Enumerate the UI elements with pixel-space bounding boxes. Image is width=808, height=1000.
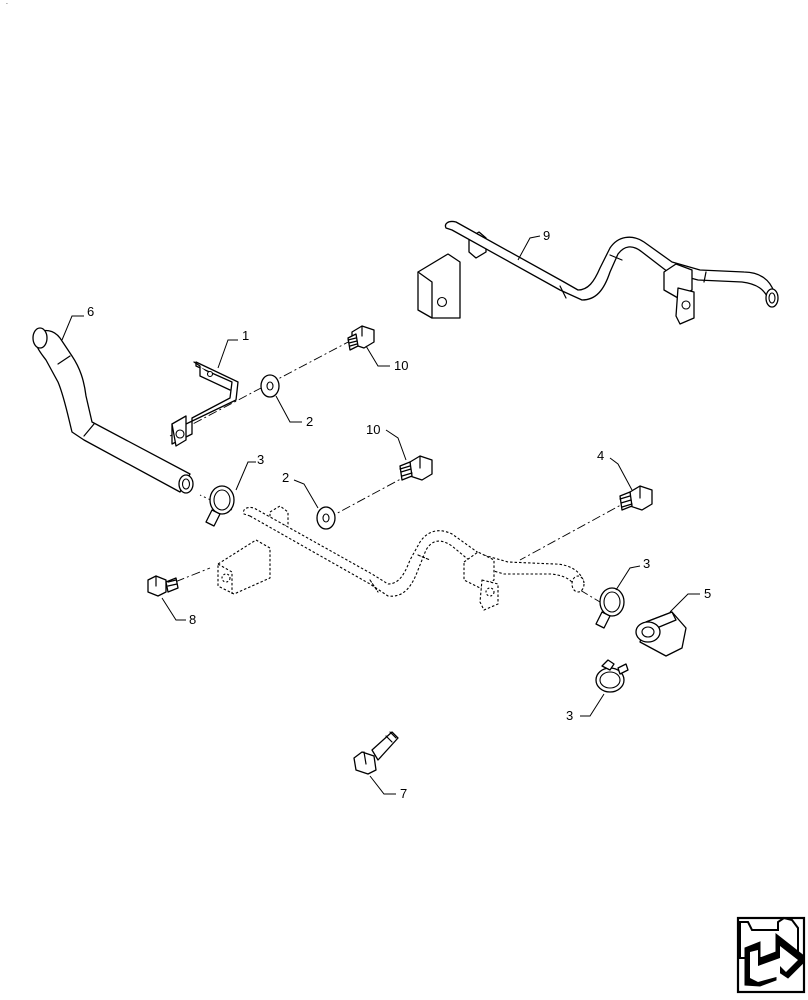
bolt-10-upper <box>347 325 375 351</box>
fitting-5 <box>635 611 687 657</box>
bolt-10-lower <box>399 455 433 481</box>
callout-9: 9 <box>543 228 550 243</box>
callout-10-lower: 10 <box>366 422 380 437</box>
leader-lines <box>61 235 700 795</box>
tube-assembly-9 <box>417 220 779 325</box>
callout-labels: 6 1 10 2 3 10 2 4 3 5 3 9 8 7 <box>87 228 711 801</box>
next-page-arrow-icon[interactable] <box>736 916 806 994</box>
callout-3-left: 3 <box>257 452 264 467</box>
clamp-3-bottom <box>595 659 629 693</box>
callout-2-lower: 2 <box>282 470 289 485</box>
phantom-tube-assembly <box>217 505 585 611</box>
clamp-3-right <box>595 587 625 629</box>
callout-10-upper: 10 <box>394 358 408 373</box>
callout-1: 1 <box>242 328 249 343</box>
bracket-1 <box>171 361 239 447</box>
callout-2-upper: 2 <box>306 414 313 429</box>
callout-3-bottom: 3 <box>566 708 573 723</box>
bolt-4 <box>619 485 653 511</box>
callout-6: 6 <box>87 304 94 319</box>
callout-7: 7 <box>400 786 407 801</box>
callout-5: 5 <box>704 586 711 601</box>
clamp-3-left <box>205 485 235 527</box>
bolt-8 <box>147 575 179 597</box>
callout-3-right: 3 <box>643 556 650 571</box>
bolt-7 <box>353 731 399 775</box>
callout-8: 8 <box>189 612 196 627</box>
hose-6 <box>32 327 194 494</box>
washer-2-lower <box>316 506 336 530</box>
corner-mark: ` <box>6 4 8 10</box>
callout-4: 4 <box>597 448 604 463</box>
washer-2-upper <box>260 374 280 398</box>
